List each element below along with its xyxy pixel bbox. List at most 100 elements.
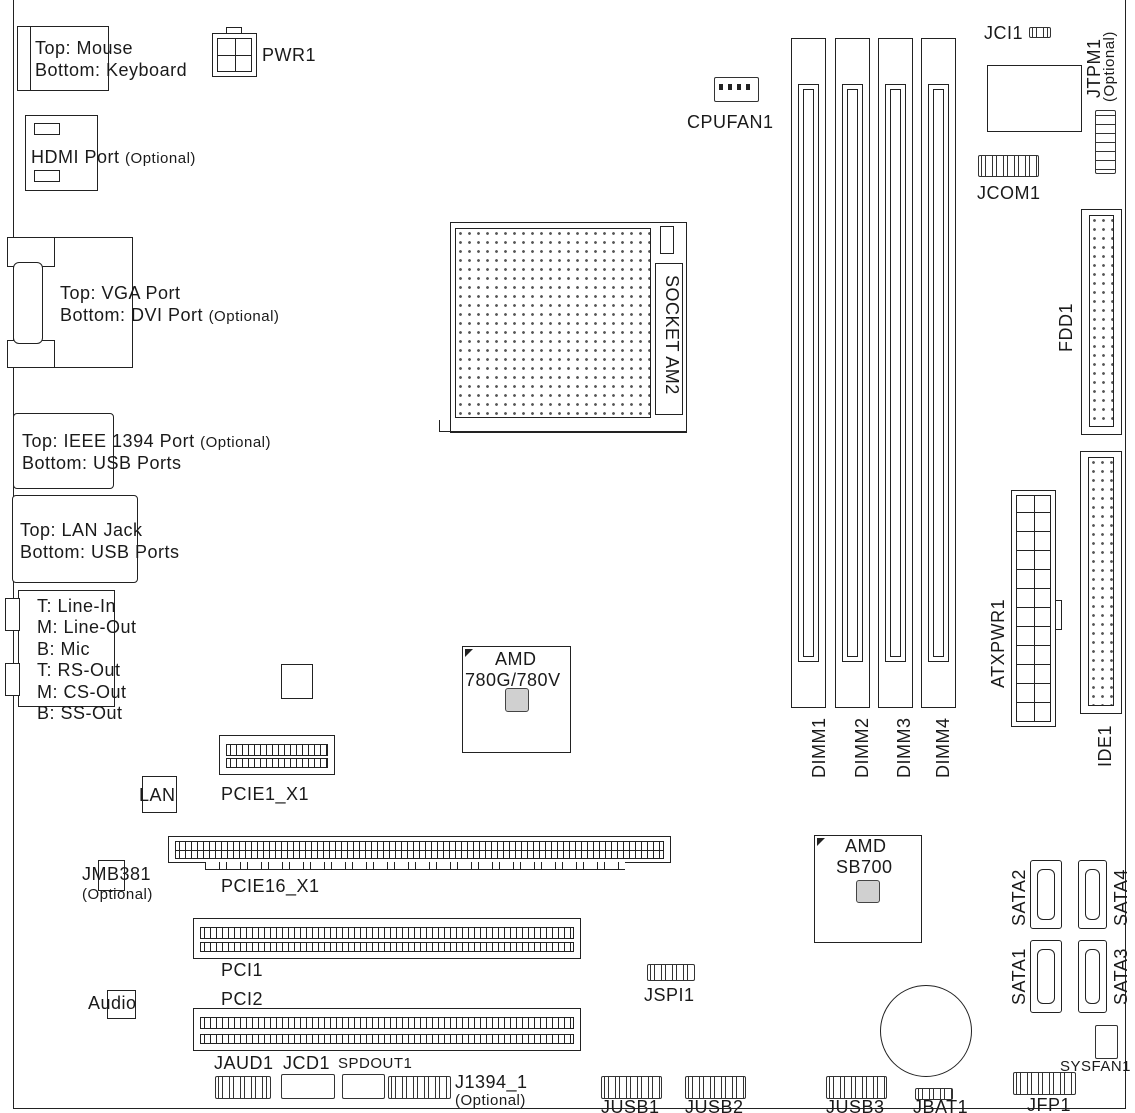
jmb381-chip [98, 860, 125, 891]
audio-jack-label: M: CS-Out [37, 682, 127, 702]
ieee1394-label: Top: IEEE 1394 Port (Optional) [22, 430, 271, 454]
vga-body [13, 262, 43, 344]
jcd1-label: JCD1 [283, 1053, 331, 1073]
pwr1-label: PWR1 [262, 45, 317, 65]
pcie16-x1-slot [168, 836, 671, 863]
jcom1-label: JCOM1 [977, 183, 1041, 203]
sb-pin1-mark [817, 838, 825, 846]
spdout1-label: SPDOUT1 [338, 1055, 413, 1072]
pwr1-pins [217, 38, 252, 72]
pci1-slot [193, 918, 581, 959]
ieee1394-usb-port [13, 413, 114, 489]
jcd1-connector [281, 1074, 335, 1099]
jmb381-label: JMB381 [82, 864, 152, 884]
lan-chip-label: LAN [139, 785, 176, 805]
j1394-1-note: (Optional) [455, 1092, 526, 1109]
jspi1-header [647, 964, 695, 981]
jspi1-label: JSPI1 [644, 985, 695, 1005]
pcie1-x1-slot [219, 735, 335, 775]
sata4-port [1078, 860, 1107, 929]
audio-jack-label: T: RS-Out [37, 660, 121, 680]
jcom1-header [978, 155, 1039, 177]
ieee1394-text: Top: IEEE 1394 Port [22, 431, 195, 451]
jtpm1-header [1095, 110, 1116, 174]
j1394-1-header [388, 1076, 451, 1099]
jmb381-note: (Optional) [82, 886, 153, 903]
dimm3-slot [878, 38, 913, 708]
jusb2-header [685, 1076, 746, 1099]
ieee1394-note: (Optional) [200, 434, 271, 451]
dimm2-slot [835, 38, 870, 708]
ide1-pins [1088, 457, 1114, 706]
pci2-label: PCI2 [221, 989, 264, 1009]
usb-ports-label-1: Bottom: USB Ports [22, 453, 182, 473]
audio-jack-edge-1 [5, 598, 20, 631]
audio-jacks [18, 590, 115, 707]
dimm3-label: DIMM3 [894, 717, 914, 779]
audio-jack-label: M: Line-Out [37, 617, 137, 637]
jbat1-jumper [915, 1088, 953, 1100]
atxpwr1-latch [1055, 600, 1062, 630]
pcie1-x1-label: PCIE1_X1 [221, 784, 310, 804]
jaud1-header [215, 1076, 271, 1099]
nb-label-2: 780G/780V [465, 670, 561, 690]
jaud1-label: JAUD1 [214, 1053, 274, 1073]
spdout1-connector [342, 1074, 385, 1099]
fdd1-pins [1089, 215, 1114, 427]
sb-label-2: SB700 [836, 857, 893, 877]
cpufan1-pins [719, 84, 753, 90]
atxpwr1-pins [1016, 495, 1051, 722]
dimm1-slot [791, 38, 826, 708]
jusb1-label: JUSB1 [601, 1097, 660, 1113]
pwr1-latch [226, 27, 242, 34]
audio-jack-edge-2 [5, 663, 20, 696]
socket-pin-grid [455, 228, 651, 418]
socket-lever [439, 420, 687, 432]
hdmi-tab-top [34, 123, 60, 135]
dimm4-slot [921, 38, 956, 708]
nb-label-1: AMD [495, 649, 537, 669]
audio-chip [107, 990, 136, 1019]
sata3-label: SATA3 [1111, 948, 1131, 1005]
fdd1-label: FDD1 [1056, 302, 1076, 352]
dimm4-label: DIMM4 [933, 717, 953, 779]
keyboard-label: Bottom: Keyboard [35, 60, 188, 80]
sb-die [856, 880, 880, 903]
usb-ports-label-2: Bottom: USB Ports [20, 542, 180, 562]
dvi-text: Bottom: DVI Port [60, 305, 204, 325]
sysfan1-connector [1095, 1025, 1118, 1059]
sysfan1-label: SYSFAN1 [1060, 1058, 1132, 1075]
pci1-label: PCI1 [221, 960, 264, 980]
pcie16-x1-label: PCIE16_X1 [221, 876, 320, 896]
socket-notch [660, 226, 674, 254]
hdmi-tab-bottom [34, 170, 60, 182]
dvi-label: Bottom: DVI Port (Optional) [60, 304, 279, 328]
audio-jack-label: B: SS-Out [37, 703, 123, 723]
tpm-chip [987, 65, 1082, 132]
sata2-label: SATA2 [1009, 869, 1029, 926]
audio-chip-label: Audio [88, 993, 137, 1013]
vga-label: Top: VGA Port [60, 283, 181, 303]
cmos-battery [880, 985, 972, 1077]
small-chip [281, 664, 313, 699]
audio-jack-label: T: Line-In [37, 596, 117, 616]
sata4-label: SATA4 [1111, 869, 1131, 926]
jfp1-label: JFP1 [1027, 1095, 1072, 1113]
mouse-keyboard-port [17, 26, 109, 91]
jtpm1-note: (Optional) [1101, 31, 1118, 102]
jusb3-header [826, 1076, 887, 1099]
sata1-label: SATA1 [1009, 948, 1029, 1005]
mouse-label: Top: Mouse [35, 38, 134, 58]
hdmi-label: HDMI Port (Optional) [31, 146, 196, 170]
j1394-1-label: J1394_1 [455, 1072, 528, 1092]
port-edge [17, 26, 31, 91]
jusb3-label: JUSB3 [826, 1097, 885, 1113]
ide1-label: IDE1 [1095, 724, 1115, 767]
dimm1-label: DIMM1 [809, 717, 829, 779]
jusb1-header [601, 1076, 662, 1099]
pcie16-tabs [205, 862, 625, 870]
dvi-note: (Optional) [208, 308, 280, 325]
nb-heatsink-die [505, 688, 529, 712]
sata2-port [1030, 860, 1062, 929]
